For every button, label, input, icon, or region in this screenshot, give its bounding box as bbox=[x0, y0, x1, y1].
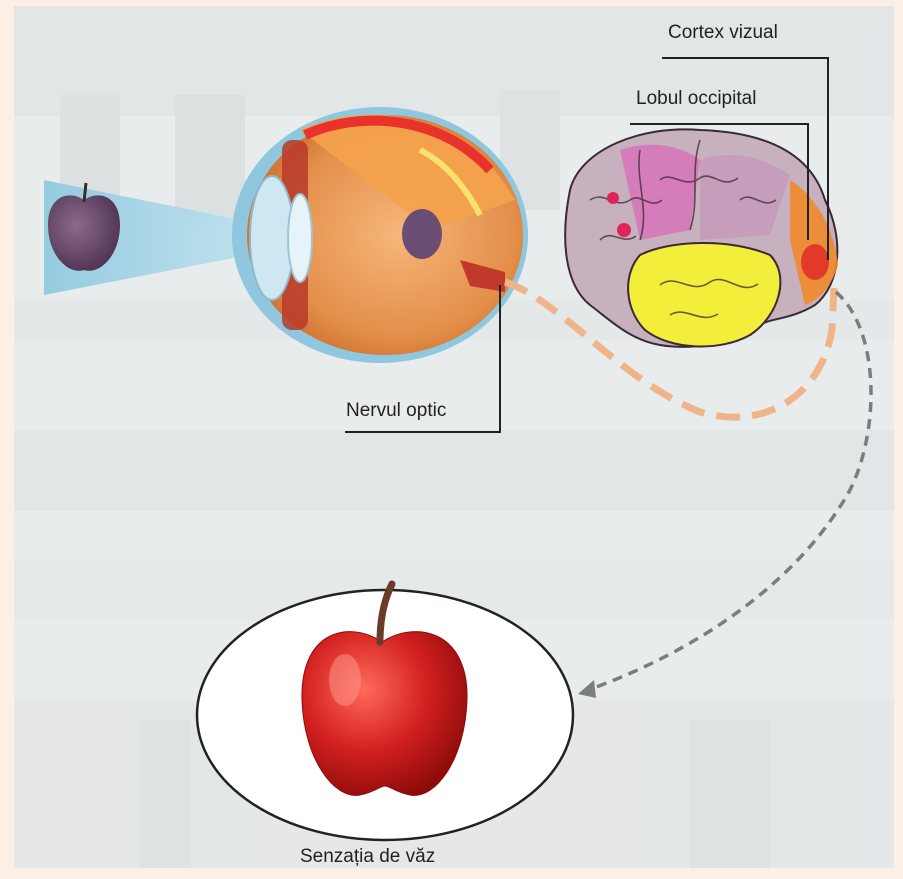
brain-icon bbox=[565, 129, 838, 346]
senzatia-de-vaz-label: Senzația de văz bbox=[300, 846, 435, 868]
nervul-optic-label: Nervul optic bbox=[346, 400, 446, 422]
cortex-vizual-label: Cortex vizual bbox=[668, 22, 778, 44]
eye-icon bbox=[232, 107, 528, 363]
lobul-occipital-label: Lobul occipital bbox=[636, 88, 756, 110]
